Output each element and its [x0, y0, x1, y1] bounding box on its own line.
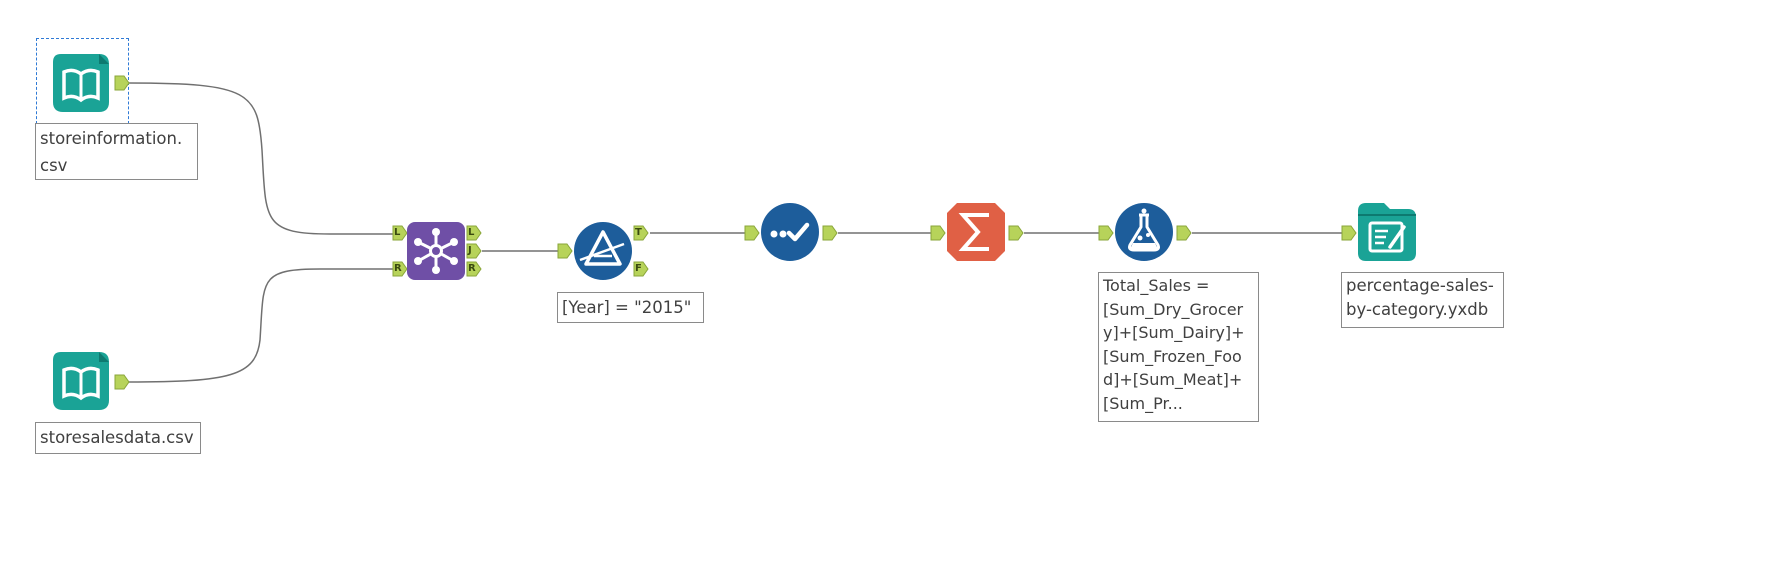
- select-input-anchor[interactable]: [744, 225, 760, 241]
- connection-storeinfo-to-join: [127, 82, 393, 235]
- select-output-anchor[interactable]: [822, 225, 838, 241]
- select-check-icon: [761, 203, 819, 261]
- annotation-filter: [Year] = "2015": [557, 292, 704, 323]
- select-tool[interactable]: [761, 203, 819, 261]
- formula-output-anchor[interactable]: [1176, 225, 1192, 241]
- filter-false-anchor[interactable]: F: [633, 261, 649, 277]
- input-data-tool-storeinformation[interactable]: [53, 54, 109, 112]
- filter-tool[interactable]: [574, 222, 632, 280]
- filter-true-anchor[interactable]: T: [633, 225, 649, 241]
- output-document-icon: [1358, 203, 1416, 261]
- summarize-output-anchor[interactable]: [1008, 225, 1024, 241]
- filter-prism-icon: [574, 222, 632, 280]
- annotation-storeinformation: storeinformation. csv: [35, 123, 198, 180]
- book-icon: [53, 54, 109, 112]
- join-network-icon: [407, 222, 465, 280]
- connection-storesales-to-join: [127, 268, 393, 383]
- join-left-output-anchor[interactable]: L: [466, 225, 482, 241]
- annotation-output: percentage-sales- by-category.yxdb: [1341, 272, 1504, 328]
- output-data-tool[interactable]: [1358, 203, 1416, 261]
- output-input-anchor[interactable]: [1341, 225, 1357, 241]
- annotation-formula: Total_Sales = [Sum_Dry_Grocer y]+[Sum_Da…: [1098, 272, 1259, 422]
- summarize-input-anchor[interactable]: [930, 225, 946, 241]
- join-tool[interactable]: [407, 222, 465, 280]
- join-right-input-anchor[interactable]: R: [392, 261, 408, 277]
- flask-icon: [1115, 203, 1173, 261]
- join-left-input-anchor[interactable]: L: [392, 225, 408, 241]
- book-icon: [53, 352, 109, 410]
- formula-tool[interactable]: [1115, 203, 1173, 261]
- sigma-icon: [947, 203, 1005, 261]
- filter-input-anchor[interactable]: [557, 243, 573, 259]
- output-anchor[interactable]: [114, 75, 130, 91]
- annotation-storesalesdata: storesalesdata.csv: [35, 422, 201, 454]
- summarize-tool[interactable]: [947, 203, 1005, 261]
- input-data-tool-storesales[interactable]: [53, 352, 109, 410]
- join-right-output-anchor[interactable]: R: [466, 261, 482, 277]
- join-join-output-anchor[interactable]: J: [466, 243, 482, 259]
- formula-input-anchor[interactable]: [1098, 225, 1114, 241]
- output-anchor[interactable]: [114, 374, 130, 390]
